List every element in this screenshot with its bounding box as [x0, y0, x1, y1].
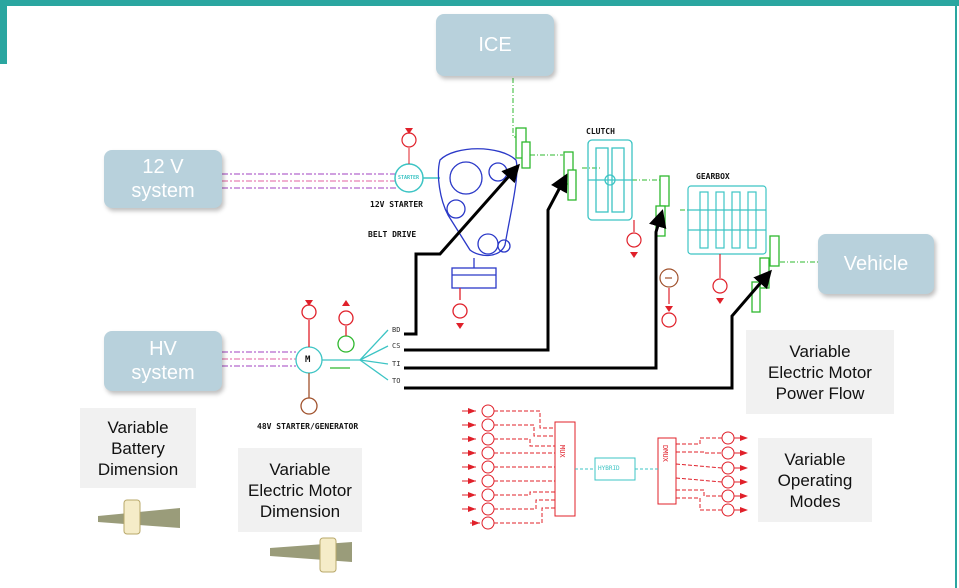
dmux-outputs: [675, 431, 748, 517]
port-label-cs: CS: [392, 342, 401, 350]
port-label-ti: TI: [392, 360, 401, 368]
dmux-block-label: DMUX: [661, 445, 669, 462]
clutch-label: CLUTCH: [586, 127, 615, 136]
clutch-actuator: [626, 220, 642, 258]
control-logic-block: [554, 421, 677, 517]
starter-generator-label: 48V STARTER/GENERATOR: [257, 422, 359, 431]
starter-generator-component: [295, 300, 389, 415]
belt-drive-label: BELT DRIVE: [368, 230, 417, 239]
left-accent-bar: [0, 6, 7, 64]
mux-inputs: [462, 404, 555, 530]
belt-drive-component: [437, 148, 518, 329]
starter12v-component: [394, 128, 440, 193]
starter12v-label: 12V STARTER: [370, 200, 423, 209]
starter-icon-text: STARTER: [398, 175, 420, 181]
battery-dimension-caption: Variable Battery Dimension: [80, 408, 196, 488]
right-accent-line: [955, 6, 957, 588]
motor-slider-icon: [270, 537, 352, 573]
top-accent-bar: [0, 0, 959, 6]
gearbox-component: [687, 185, 767, 255]
clutch-component: [587, 139, 633, 221]
battery-slider-icon: [98, 499, 180, 535]
power-flow-caption: Variable Electric Motor Power Flow: [746, 330, 894, 414]
torque-sensor: [659, 268, 679, 328]
system12v-box: 12 V system: [104, 150, 222, 208]
gearbox-label: GEARBOX: [696, 172, 730, 181]
port-label-bd: BD: [392, 326, 401, 334]
motor-dimension-caption: Variable Electric Motor Dimension: [238, 448, 362, 532]
system12v-signal-lines: [222, 173, 398, 367]
vehicle-box: Vehicle: [818, 234, 934, 294]
hv-system-box: HV system: [104, 331, 222, 391]
gearbox-actuator: [712, 254, 728, 304]
ice-box: ICE: [436, 14, 554, 76]
power-flow-arrows: [404, 163, 772, 390]
mux-block-label: MUX: [558, 445, 566, 458]
port-label-to: TO: [392, 377, 401, 385]
motor-icon-text: M: [305, 355, 311, 365]
hybrid-block-label: HYBRID: [598, 465, 620, 472]
operating-modes-caption: Variable Operating Modes: [758, 438, 872, 522]
